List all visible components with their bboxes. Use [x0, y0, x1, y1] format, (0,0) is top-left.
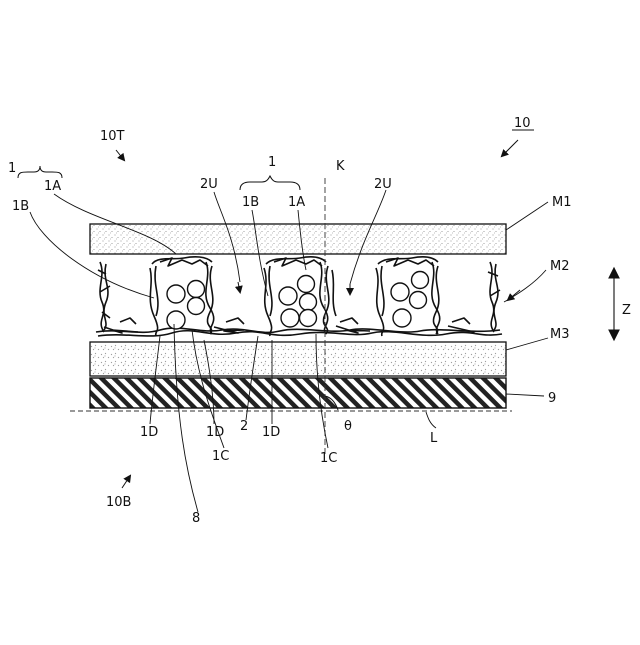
label-1a-mid: 1A — [288, 195, 305, 210]
label-z: Z — [622, 303, 631, 318]
label-m1: M1 — [552, 195, 572, 210]
label-m3: M3 — [550, 327, 570, 342]
label-9: 9 — [548, 391, 556, 406]
label-1-left: 1 — [8, 161, 16, 176]
particle-cluster-right — [391, 272, 429, 328]
label-1d-c: 1D — [262, 425, 280, 440]
layer-m2-fibers — [96, 257, 502, 336]
label-10b: 10B — [106, 495, 131, 510]
label-1d-b: 1D — [206, 425, 224, 440]
label-k: K — [336, 159, 345, 174]
arrow-10t — [116, 150, 124, 160]
label-theta: θ — [344, 419, 352, 434]
brace-left-1 — [18, 166, 62, 178]
label-m2: M2 — [550, 259, 570, 274]
label-2u-right: 2U — [374, 177, 392, 192]
label-2: 2 — [240, 419, 248, 434]
direction-z-arrow — [609, 268, 619, 340]
label-10: 10 — [514, 116, 531, 131]
label-10t: 10T — [100, 129, 125, 144]
label-1-mid: 1 — [268, 155, 276, 170]
label-8: 8 — [192, 511, 200, 526]
label-1b-mid: 1B — [242, 195, 259, 210]
label-l: L — [430, 431, 438, 446]
label-1b-left: 1B — [12, 199, 29, 214]
arrow-10 — [502, 140, 518, 156]
label-2u-left: 2U — [200, 177, 218, 192]
arrow-m2 — [508, 290, 520, 300]
label-1a-left: 1A — [44, 179, 61, 194]
label-1c-left: 1C — [212, 449, 229, 464]
particle-cluster-middle — [279, 276, 317, 328]
label-1d-a: 1D — [140, 425, 158, 440]
arrow-2u-left — [238, 282, 240, 292]
particle-cluster-left — [167, 281, 205, 330]
label-1c-right: 1C — [320, 451, 337, 466]
brace-mid-1 — [240, 176, 300, 190]
layer-m3 — [90, 342, 506, 376]
arrow-10b — [122, 476, 130, 488]
